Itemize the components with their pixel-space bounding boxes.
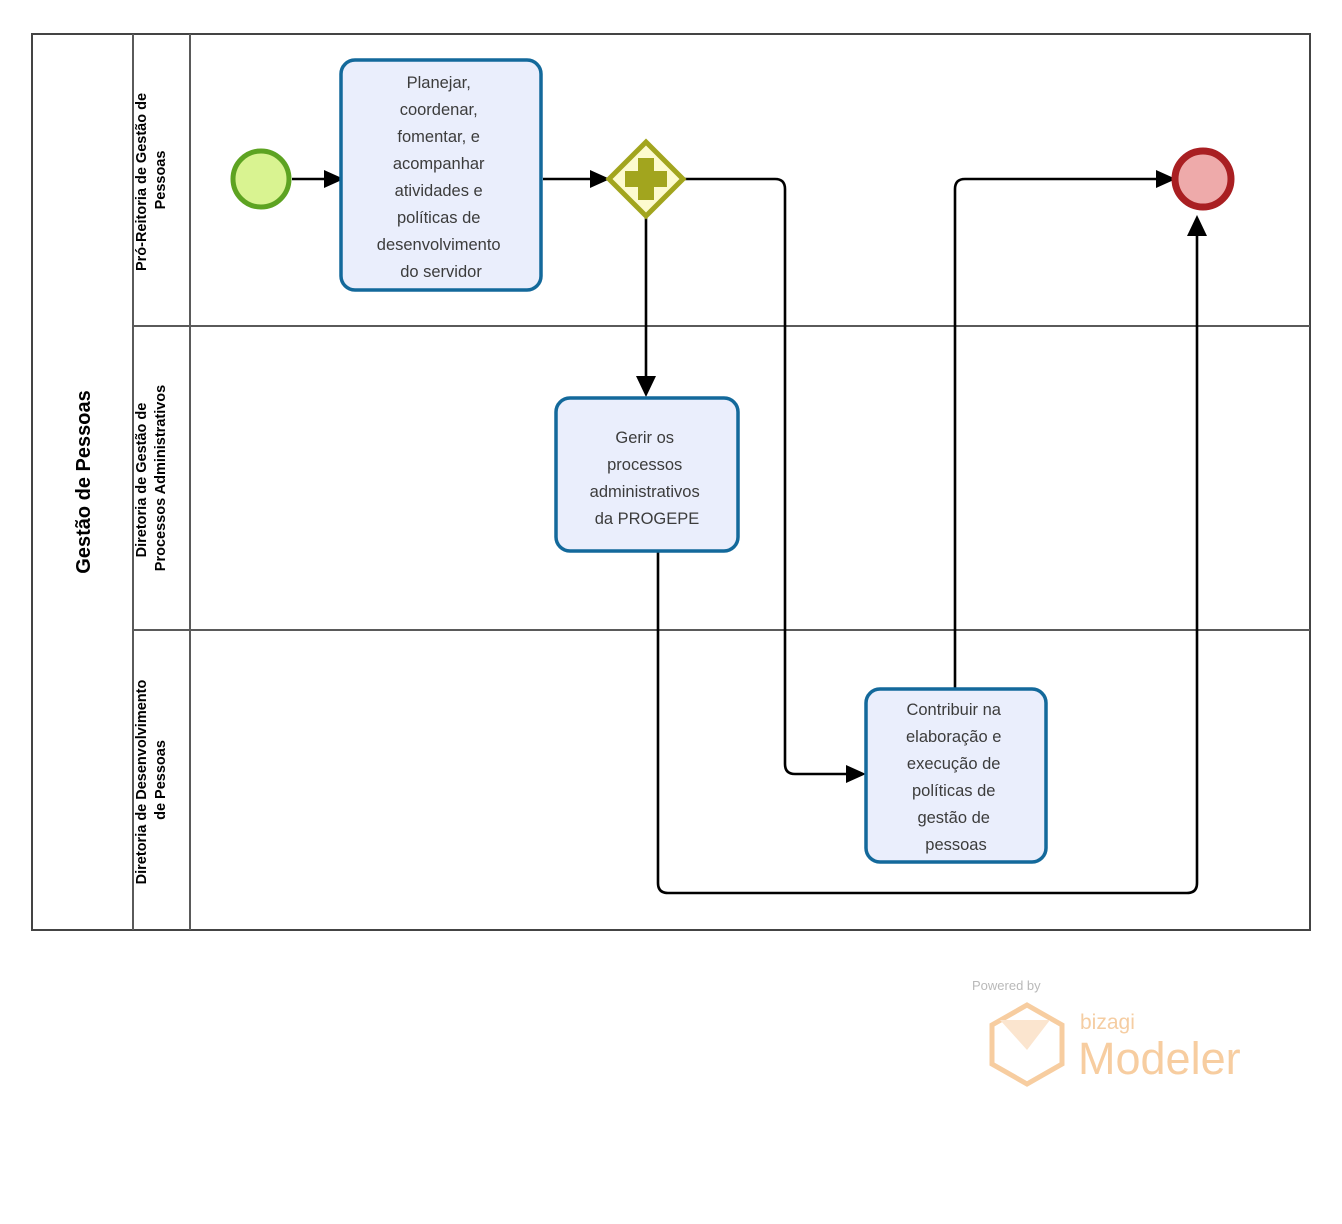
svg-text:Planejar, coordenar,: Planejar, coordenar, fomentar, e acompan… <box>377 74 505 281</box>
task-gerir-line-3: administrativos <box>590 483 700 501</box>
task-contribuir-line-5: gestão de <box>917 809 989 827</box>
task-planejar-line-5: atividades e <box>395 182 483 200</box>
flow-start-to-planejar[interactable] <box>292 170 344 188</box>
task-planejar-line-1: Planejar, <box>407 74 471 92</box>
flow-gateway-to-contribuir[interactable] <box>684 177 866 783</box>
flow-contribuir-to-end[interactable] <box>953 170 1176 690</box>
start-event-circle[interactable] <box>230 148 292 210</box>
lane-title-3: Diretoria de Desenvolvimento de Pessoas <box>134 676 169 885</box>
flow-gateway-to-gerir[interactable] <box>636 216 656 397</box>
svg-text:Diretoria de Desenvolvimento: Diretoria de Desenvolvimento de Pessoas <box>134 676 169 885</box>
task-gerir-line-2: processos <box>607 456 682 474</box>
task-contribuir-line-6: pessoas <box>925 836 986 854</box>
watermark-powered-by: Powered by <box>972 978 1041 993</box>
task-planejar-line-6: políticas de <box>397 209 480 227</box>
pool-title-label: Gestão de Pessoas <box>73 390 95 573</box>
end-event-circle[interactable] <box>1171 147 1235 211</box>
lane-title-2: Diretoria de Gestão de Processos Adminis… <box>134 385 169 571</box>
task-gerir-line-4: da PROGEPE <box>595 510 700 528</box>
task-planejar-line-3: fomentar, e <box>397 128 480 146</box>
lane-title-1: Pró-Reitoria de Gestão de Pessoas <box>134 89 169 271</box>
svg-text:Diretoria de Gestão de: Diretoria de Gestão de Processos Adminis… <box>134 385 169 571</box>
svg-text:Gerir os processos: Gerir os processos administrativos da PR… <box>590 429 705 528</box>
task-contribuir-line-2: elaboração e <box>906 728 1001 746</box>
bizagi-hex-icon <box>989 1002 1065 1087</box>
task-planejar-line-8: do servidor <box>400 263 482 281</box>
task-contribuir-line-1: Contribuir na <box>906 701 1001 719</box>
parallel-gateway[interactable] <box>605 138 687 220</box>
lane-1-label-line-2: Pessoas <box>153 151 169 210</box>
task-planejar-line-2: coordenar, <box>400 101 478 119</box>
watermark-brand: bizagi <box>1080 1011 1135 1034</box>
bizagi-watermark: Powered by bizagi Modeler <box>972 978 1241 1087</box>
task-planejar-line-4: acompanhar <box>393 155 485 173</box>
lane-3-label-line-2: de Pessoas <box>153 740 169 820</box>
plus-icon <box>625 158 667 200</box>
lane-2-label-line-1: Diretoria de Gestão de <box>134 403 150 558</box>
task-planejar-line-7: desenvolvimento <box>377 236 501 254</box>
flow-planejar-to-gateway[interactable] <box>543 170 610 188</box>
task-contribuir-line-4: políticas de <box>912 782 995 800</box>
lane-2-label-line-2: Processos Administrativos <box>153 385 169 571</box>
lane-1-label-line-1: Pró-Reitoria de Gestão de <box>134 93 150 271</box>
task-gerir[interactable]: Gerir os processos administrativos da PR… <box>554 396 740 553</box>
svg-text:Contribuir na elaboraç: Contribuir na elaboração e execução de p… <box>906 701 1006 854</box>
task-planejar[interactable]: Planejar, coordenar, fomentar, e acompan… <box>339 58 543 292</box>
watermark-product: Modeler <box>1078 1033 1241 1084</box>
task-contribuir-line-3: execução de <box>907 755 1001 773</box>
pool-title: Gestão de Pessoas <box>73 390 95 573</box>
lane-3-label-line-1: Diretoria de Desenvolvimento <box>134 680 150 885</box>
flow-gerir-to-end[interactable] <box>656 215 1207 895</box>
svg-text:Pró-Reitoria de Gestão de: Pró-Reitoria de Gestão de Pessoas <box>134 89 169 271</box>
task-gerir-line-1: Gerir os <box>615 429 674 447</box>
task-contribuir[interactable]: Contribuir na elaboração e execução de p… <box>864 687 1048 864</box>
